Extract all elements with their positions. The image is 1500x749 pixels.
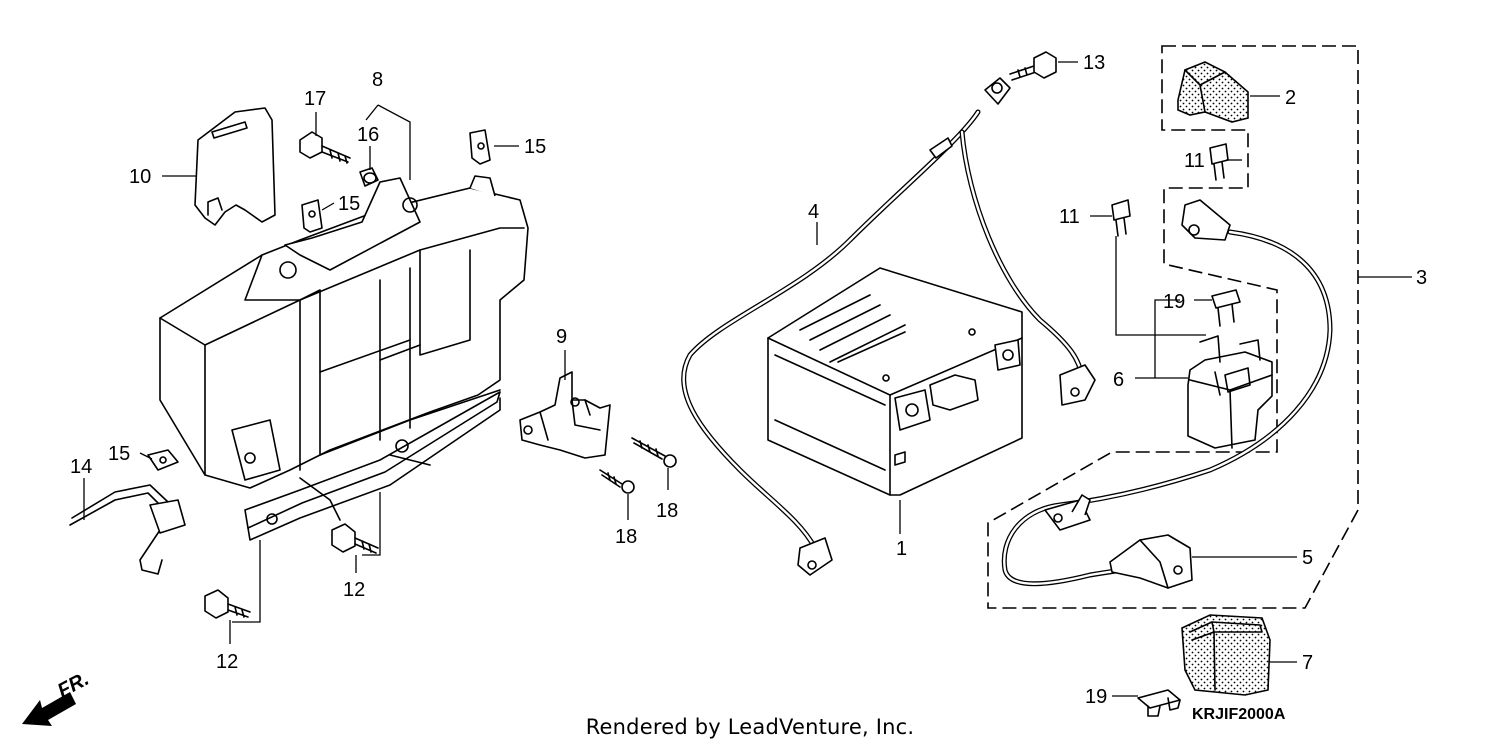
callout-16: 16 bbox=[357, 124, 379, 146]
cover-lid bbox=[194, 107, 276, 226]
callout-15c: 15 bbox=[108, 443, 130, 465]
terminal-cover-2 bbox=[1177, 61, 1249, 123]
callout-2: 2 bbox=[1285, 87, 1296, 109]
credit-line: Rendered by LeadVenture, Inc. bbox=[585, 715, 915, 739]
screw-18-left bbox=[599, 469, 635, 494]
bolt-12-lower bbox=[204, 589, 251, 619]
cable-3 bbox=[1001, 199, 1333, 587]
callout-11a: 11 bbox=[1184, 150, 1205, 172]
callout-18b: 18 bbox=[656, 500, 678, 522]
callout-14: 14 bbox=[70, 456, 92, 478]
battery-1 bbox=[767, 267, 1023, 496]
fuse-19-bottom bbox=[1137, 689, 1181, 717]
callout-7: 7 bbox=[1302, 652, 1313, 674]
callout-labels: 1 2 3 4 5 6 7 8 9 10 11 11 12 12 13 14 1… bbox=[70, 52, 1427, 708]
callout-5: 5 bbox=[1302, 547, 1313, 569]
collar-16 bbox=[359, 167, 379, 187]
cable-4 bbox=[681, 77, 1011, 576]
callout-15a: 15 bbox=[524, 136, 546, 158]
bracket-9 bbox=[519, 371, 611, 459]
screw-11-right bbox=[1209, 143, 1229, 181]
callout-4: 4 bbox=[808, 201, 819, 223]
clip-15-low bbox=[147, 449, 179, 471]
callout-12b: 12 bbox=[216, 651, 238, 673]
callout-17: 17 bbox=[304, 88, 326, 110]
strap-14 bbox=[69, 484, 186, 575]
terminal-cover-5 bbox=[1109, 534, 1193, 589]
callout-6: 6 bbox=[1113, 369, 1124, 391]
leader-lines bbox=[83, 61, 1412, 697]
callout-9: 9 bbox=[556, 326, 567, 348]
callout-19b: 19 bbox=[1085, 686, 1107, 708]
bolt-12-upper bbox=[331, 523, 379, 554]
callout-18a: 18 bbox=[615, 526, 637, 548]
battery-box bbox=[159, 175, 529, 541]
fuse-19-top bbox=[1211, 289, 1241, 327]
cable-positive-top bbox=[959, 129, 1096, 406]
callout-12a: 12 bbox=[343, 579, 365, 601]
callout-11b: 11 bbox=[1059, 206, 1080, 228]
screw-18-right bbox=[631, 437, 677, 468]
starter-relay-6 bbox=[1187, 335, 1273, 449]
callout-19a: 19 bbox=[1163, 291, 1185, 313]
callout-10: 10 bbox=[129, 166, 151, 188]
bolt-13 bbox=[1009, 51, 1057, 81]
front-marker: FR. bbox=[54, 668, 93, 703]
screw-11-left bbox=[1111, 199, 1131, 237]
callout-1: 1 bbox=[896, 538, 907, 560]
clip-15-top bbox=[469, 129, 491, 165]
bolt-17 bbox=[299, 131, 351, 164]
callout-3: 3 bbox=[1416, 267, 1427, 289]
relay-cover-7 bbox=[1181, 614, 1271, 696]
clip-15-mid bbox=[301, 199, 323, 233]
callout-13: 13 bbox=[1083, 52, 1105, 74]
assembly-3-boundary bbox=[987, 45, 1359, 609]
callout-8: 8 bbox=[372, 69, 383, 91]
callout-15b: 15 bbox=[338, 193, 360, 215]
diagram-code: KRJIF2000A bbox=[1192, 706, 1286, 723]
